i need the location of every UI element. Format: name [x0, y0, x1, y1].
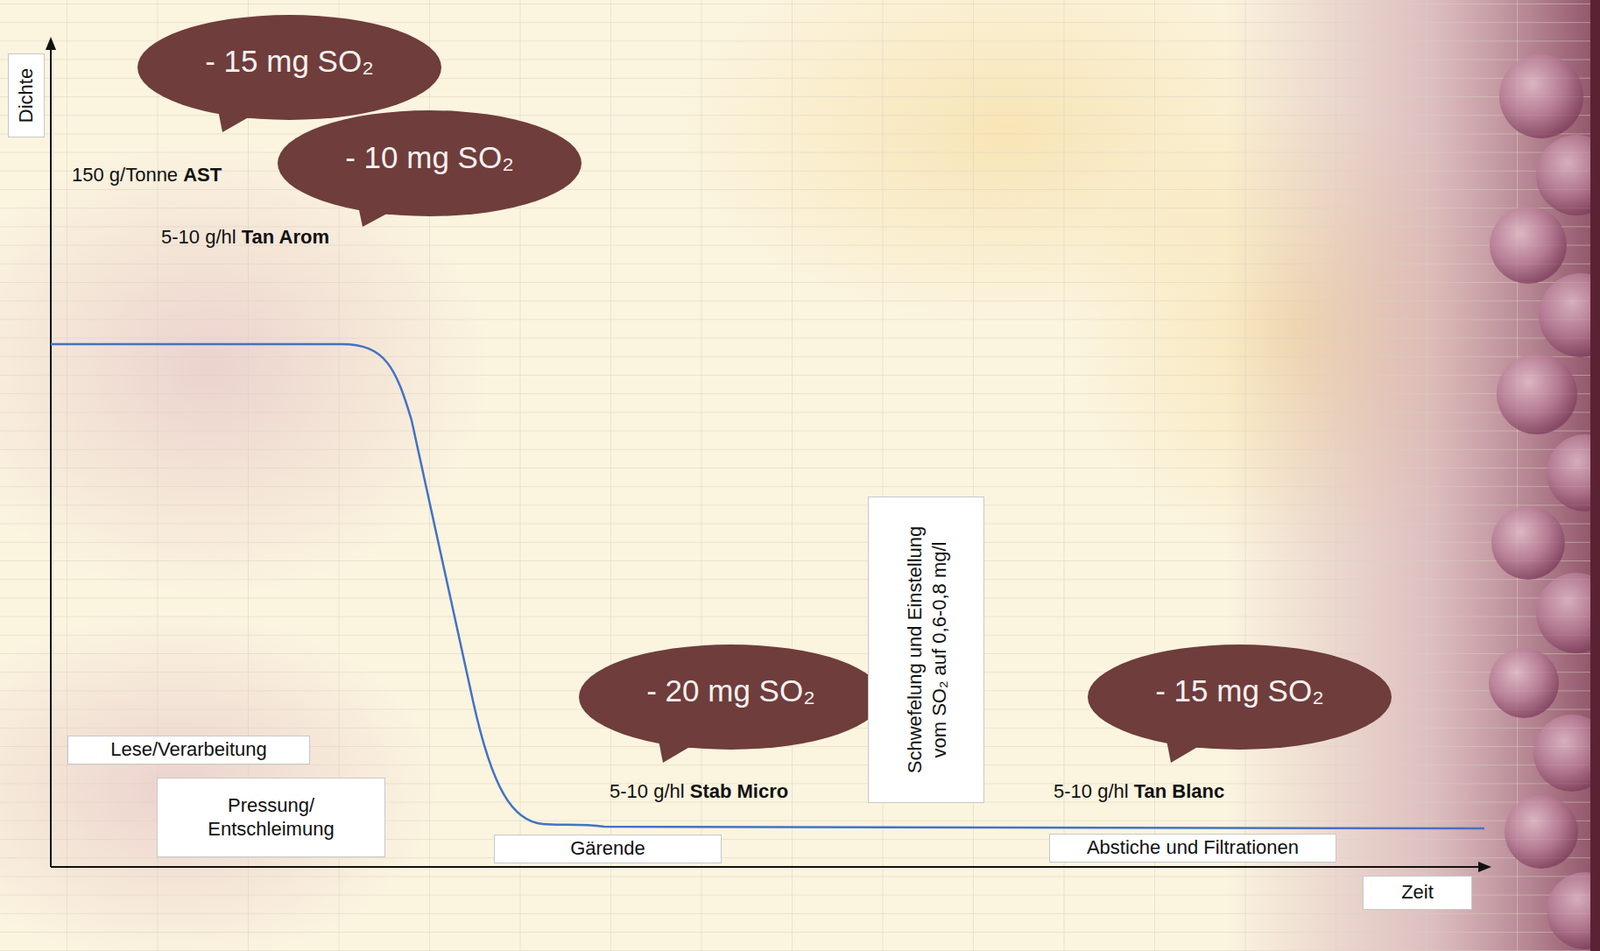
right-edge: [1590, 0, 1600, 951]
box-text: Zeit: [1401, 881, 1434, 904]
axis-title-box: Zeit: [1362, 875, 1473, 910]
y-axis: [49, 47, 52, 867]
axis-arrowhead: [1478, 861, 1492, 873]
speech-bubble: - 15 mg SO₂: [1087, 644, 1392, 750]
dosage-note: 150 g/Tonne AST: [71, 163, 222, 187]
speech-bubble: - 10 mg SO₂: [277, 110, 582, 217]
so2-amount: - 20 mg SO₂: [646, 673, 816, 721]
speech-bubble: - 20 mg SO₂: [578, 644, 883, 750]
bubble-ellipse: [277, 110, 582, 217]
box-text: Dichte: [14, 68, 39, 123]
grapes: [1488, 54, 1600, 950]
box-text: Schwefelung und Einstellung vom SO₂ auf …: [902, 518, 951, 782]
phase-box: Gärende: [493, 834, 722, 864]
so2-amount: - 15 mg SO₂: [1155, 673, 1325, 721]
box-text: Abstiche und Filtrationen: [1086, 836, 1299, 860]
box-text: Pressung/ Entschleimung: [167, 794, 375, 841]
x-axis: [50, 866, 1481, 868]
product-name: Tan Arom: [241, 225, 330, 248]
so2-amount: - 15 mg SO₂: [204, 43, 374, 92]
so2-amount: - 10 mg SO₂: [345, 140, 515, 188]
speech-bubble: - 15 mg SO₂: [137, 14, 442, 120]
phase-box: Lese/Verarbeitung: [67, 735, 311, 765]
product-name: Tan Blanc: [1134, 780, 1226, 803]
axis-title-box: Dichte: [7, 53, 45, 138]
bubble-ellipse: [578, 644, 883, 750]
bubble-ellipse: [137, 14, 442, 120]
process-note-box: Schwefelung und Einstellung vom SO₂ auf …: [867, 496, 985, 804]
phase-box: Abstiche und Filtrationen: [1049, 833, 1337, 863]
product-name: Stab Micro: [690, 780, 789, 803]
box-text: Gärende: [570, 837, 646, 860]
axis-arrowhead: [45, 36, 57, 50]
dosage-note: 5-10 g/hl Tan Arom: [161, 225, 330, 249]
density-curve: [50, 344, 1485, 829]
dosage-note: 5-10 g/hl Tan Blanc: [1053, 780, 1225, 804]
box-text: Lese/Verarbeitung: [110, 738, 268, 762]
product-name: AST: [183, 163, 222, 186]
bubble-ellipse: [1087, 644, 1392, 750]
phase-box: Pressung/ Entschleimung: [156, 777, 386, 858]
dosage-note: 5-10 g/hl Stab Micro: [609, 780, 789, 804]
